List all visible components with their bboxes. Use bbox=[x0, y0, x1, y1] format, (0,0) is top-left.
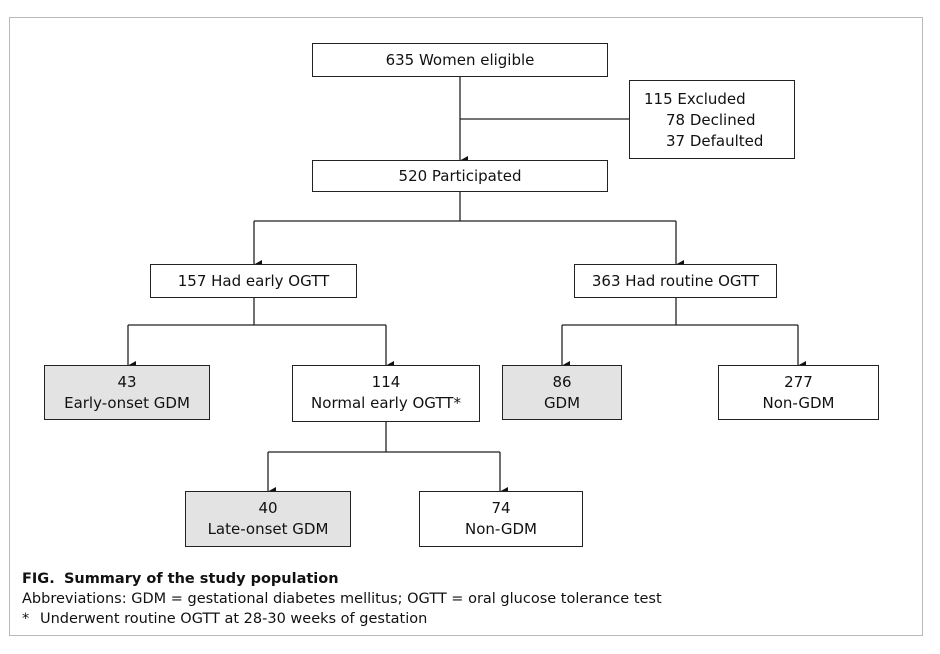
routine-gdm-count: 86 bbox=[552, 373, 572, 391]
figure-caption: FIG. Summary of the study population Abb… bbox=[22, 569, 662, 629]
caption-footnote: * Underwent routine OGTT at 28-30 weeks o… bbox=[22, 609, 662, 629]
defaulted-text: 37 Defaulted bbox=[666, 132, 764, 150]
box-normal-early-ogtt: 114 Normal early OGTT* bbox=[292, 365, 480, 422]
footnote-mark: * bbox=[22, 611, 30, 627]
participated-text: 520 Participated bbox=[398, 167, 522, 185]
declined-text: 78 Declined bbox=[666, 111, 756, 129]
excluded-text: 115 Excluded bbox=[644, 90, 746, 108]
box-excluded: 115 Excluded 78 Declined 37 Defaulted bbox=[629, 80, 795, 159]
box-early-onset-gdm: 43 Early-onset GDM bbox=[44, 365, 210, 420]
late-non-gdm-count: 74 bbox=[491, 499, 511, 517]
early-ogtt-text: 157 Had early OGTT bbox=[177, 272, 330, 290]
caption-title: FIG. Summary of the study population bbox=[22, 569, 662, 589]
early-gdm-count: 43 bbox=[117, 373, 137, 391]
normal-early-count: 114 bbox=[371, 373, 401, 391]
routine-non-gdm-count: 277 bbox=[784, 373, 813, 391]
fig-label: FIG. bbox=[22, 571, 55, 587]
footnote-text: Underwent routine OGTT at 28-30 weeks of… bbox=[40, 611, 428, 627]
fig-title: Summary of the study population bbox=[63, 571, 339, 587]
caption-abbreviations: Abbreviations: GDM = gestational diabete… bbox=[22, 591, 662, 607]
early-gdm-label: Early-onset GDM bbox=[64, 394, 190, 412]
box-women-eligible: 635 Women eligible bbox=[312, 43, 608, 77]
routine-non-gdm-label: Non-GDM bbox=[762, 394, 835, 412]
box-late-onset-gdm: 40 Late-onset GDM bbox=[185, 491, 351, 547]
box-early-ogtt: 157 Had early OGTT bbox=[150, 264, 357, 298]
box-routine-ogtt: 363 Had routine OGTT bbox=[574, 264, 777, 298]
late-gdm-count: 40 bbox=[258, 499, 278, 517]
late-gdm-label: Late-onset GDM bbox=[207, 520, 329, 538]
box-routine-gdm: 86 GDM bbox=[502, 365, 622, 420]
eligible-text: 635 Women eligible bbox=[385, 51, 535, 69]
routine-ogtt-text: 363 Had routine OGTT bbox=[591, 272, 760, 290]
routine-gdm-label: GDM bbox=[543, 394, 581, 412]
box-routine-non-gdm: 277 Non-GDM bbox=[718, 365, 879, 420]
figure-frame bbox=[9, 17, 923, 636]
box-participated: 520 Participated bbox=[312, 160, 608, 192]
late-non-gdm-label: Non-GDM bbox=[465, 520, 537, 538]
box-late-non-gdm: 74 Non-GDM bbox=[419, 491, 583, 547]
normal-early-label: Normal early OGTT* bbox=[311, 394, 461, 412]
